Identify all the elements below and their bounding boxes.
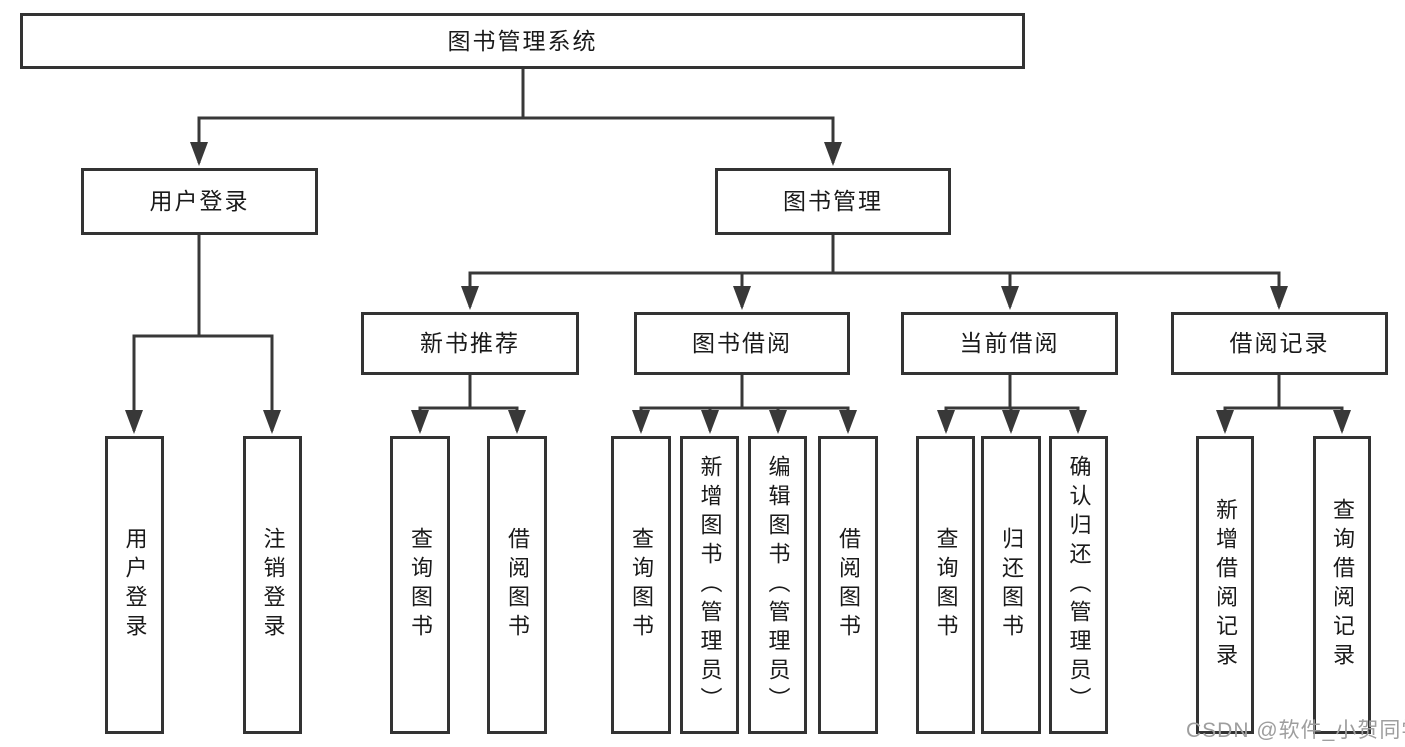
leaf-br-query-record: 查询借阅记录 — [1313, 436, 1371, 734]
leaf-br-add-record: 新增借阅记录 — [1196, 436, 1254, 734]
node-current-borrowing: 当前借阅 — [901, 312, 1118, 375]
leaf-rec-borrow-books: 借阅图书 — [487, 436, 547, 734]
leaf-bb-query-books: 查询图书 — [611, 436, 671, 734]
node-borrowing-records: 借阅记录 — [1171, 312, 1388, 375]
node-root: 图书管理系统 — [20, 13, 1025, 69]
watermark: CSDN @软件_小贺同学 — [1186, 719, 1405, 742]
node-book-management: 图书管理 — [715, 168, 951, 235]
leaf-cb-return-books: 归还图书 — [981, 436, 1041, 734]
leaf-bb-add-books-admin: 新增图书（管理员） — [680, 436, 739, 734]
leaf-bb-edit-books-admin: 编辑图书（管理员） — [748, 436, 807, 734]
leaf-logout: 注销登录 — [243, 436, 302, 734]
leaf-bb-borrow-books: 借阅图书 — [818, 436, 878, 734]
node-new-book-recommend: 新书推荐 — [361, 312, 579, 375]
leaf-cb-query-books: 查询图书 — [916, 436, 975, 734]
leaf-rec-query-books: 查询图书 — [390, 436, 450, 734]
node-book-borrowing: 图书借阅 — [634, 312, 850, 375]
node-user-login: 用户登录 — [81, 168, 318, 235]
leaf-cb-confirm-return-admin: 确认归还（管理员） — [1049, 436, 1108, 734]
leaf-user-login: 用户登录 — [105, 436, 164, 734]
